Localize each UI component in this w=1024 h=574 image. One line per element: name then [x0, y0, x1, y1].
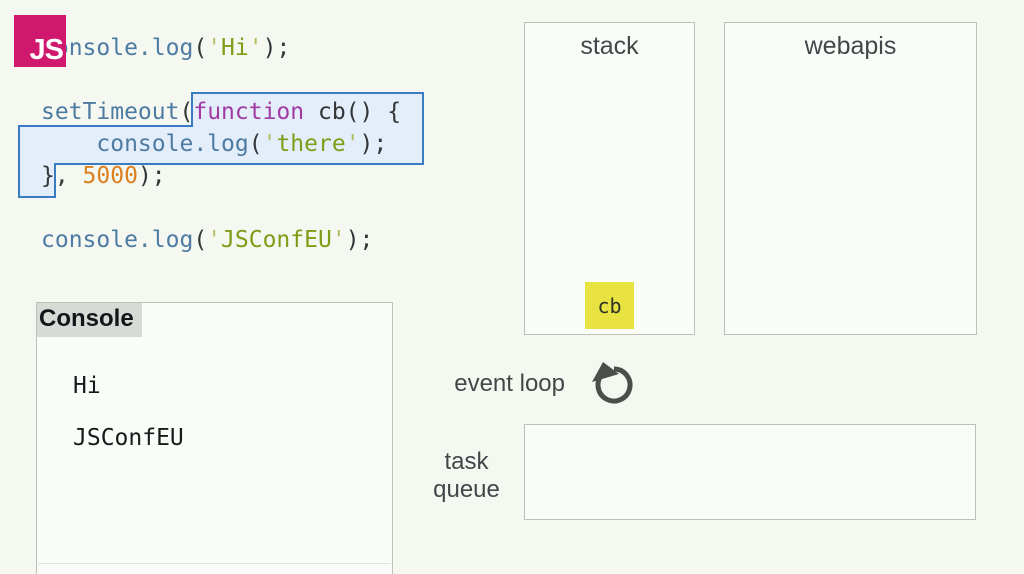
event-loop-label: event loop	[454, 370, 565, 397]
code-line: console.log('there');	[96, 131, 388, 157]
webapis-panel: webapis	[724, 22, 977, 335]
task-queue-label-line1: task	[444, 448, 489, 475]
task-queue-label: task queue	[420, 448, 513, 504]
js-logo-text: JS	[29, 34, 64, 66]
code-line	[41, 192, 401, 224]
console-output-line: JSConfEU	[73, 425, 184, 451]
code-line: console.log('Hi');	[41, 35, 291, 61]
code-line: setTimeout(function cb() {	[41, 99, 402, 125]
code-line: console.log('JSConfEU');	[41, 227, 374, 253]
stack-items: cb	[525, 278, 694, 329]
code-selection-highlight	[18, 92, 424, 198]
event-loop-circular-arrow-icon	[592, 362, 633, 404]
js-logo: JS	[14, 15, 66, 67]
console-output-line: Hi	[73, 373, 101, 399]
task-queue-label-line2: queue	[433, 476, 500, 503]
code-line	[41, 64, 401, 96]
stack-panel: stack cb	[524, 22, 695, 335]
webapis-title: webapis	[804, 32, 897, 60]
stack-item: cb	[585, 282, 634, 329]
selection-polygon	[18, 92, 424, 198]
code-editor[interactable]: console.log('Hi'); setTimeout(function c…	[41, 32, 401, 256]
task-queue-panel	[524, 424, 976, 520]
code-line: }, 5000);	[41, 163, 166, 189]
console-divider	[38, 563, 391, 564]
console-title: Console	[37, 303, 142, 337]
stack-title: stack	[580, 32, 639, 60]
